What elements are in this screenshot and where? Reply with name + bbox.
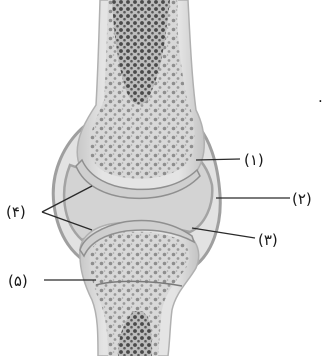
- label-3: (۳): [258, 231, 278, 249]
- lower-bone: [80, 222, 199, 356]
- upper-bone: [77, 0, 204, 190]
- corner-mark: .: [318, 88, 323, 106]
- label-5: (۵): [8, 272, 28, 290]
- label-2: (۲): [292, 190, 312, 208]
- label-1: (۱): [244, 151, 264, 169]
- label-4: (۴): [6, 203, 26, 221]
